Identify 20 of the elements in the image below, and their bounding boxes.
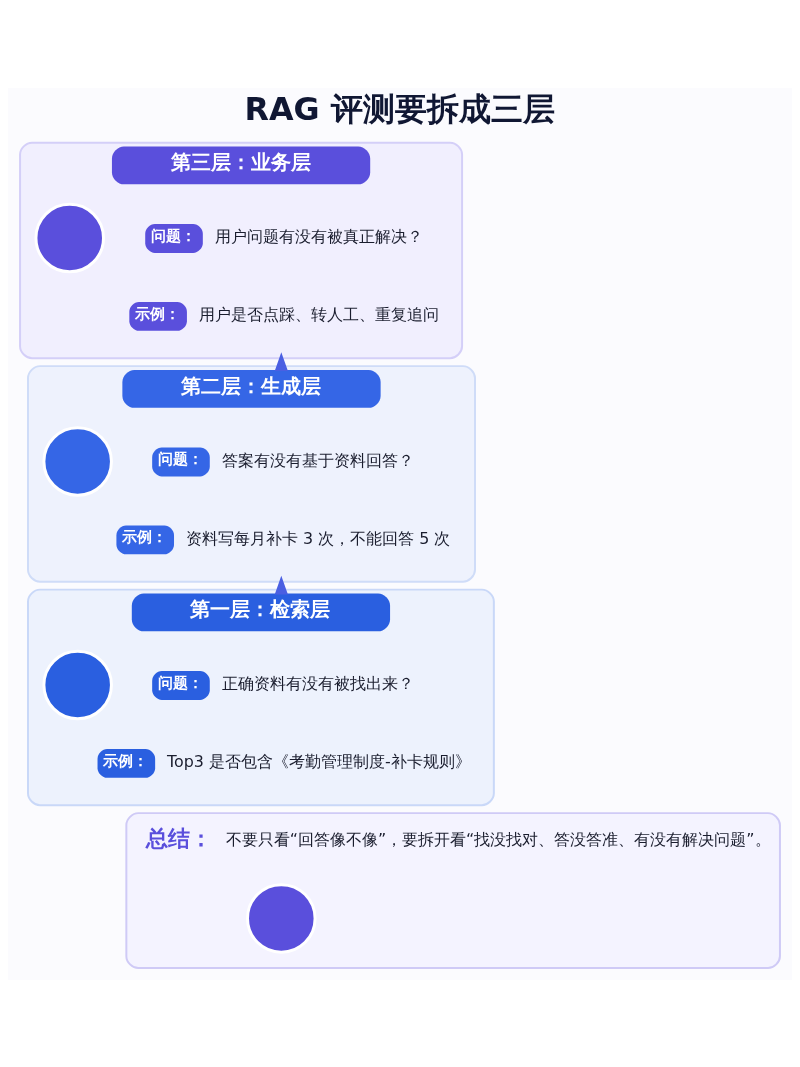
node-label: 正确资料有没有被找出来？ [221,673,414,693]
node-label: Top3 是否包含《考勤管理制度-补卡规则》 [167,751,471,771]
node-label: 用户是否点踩、转人工、重复追问 [198,304,439,324]
cluster: 总结： 不要只看“回答像不像”，要拆开看“找没找对、答没答准、有没有解决问题”。 [125,811,781,969]
node-label: 用户问题有没有被真正解决？ [214,226,423,246]
node-box: 问题： [145,223,203,253]
arrow [274,575,288,595]
node-circle [42,649,113,720]
node-label: 答案有没有基于资料回答？ [221,450,414,470]
node-box: 问题： [152,670,210,700]
node-box: 问题： [152,447,210,476]
node-circle [42,425,113,497]
node-box: 示例： [97,748,156,778]
node-label: 资料写每月补卡 3 次，不能回答 5 次 [185,528,451,548]
node-box: 示例： [116,525,174,554]
arrow [274,351,288,371]
node-circle [34,202,105,273]
node-circle [246,882,317,954]
diagram-title: RAG 评测要拆成三层 [244,90,555,127]
node-box: 示例： [129,301,187,331]
